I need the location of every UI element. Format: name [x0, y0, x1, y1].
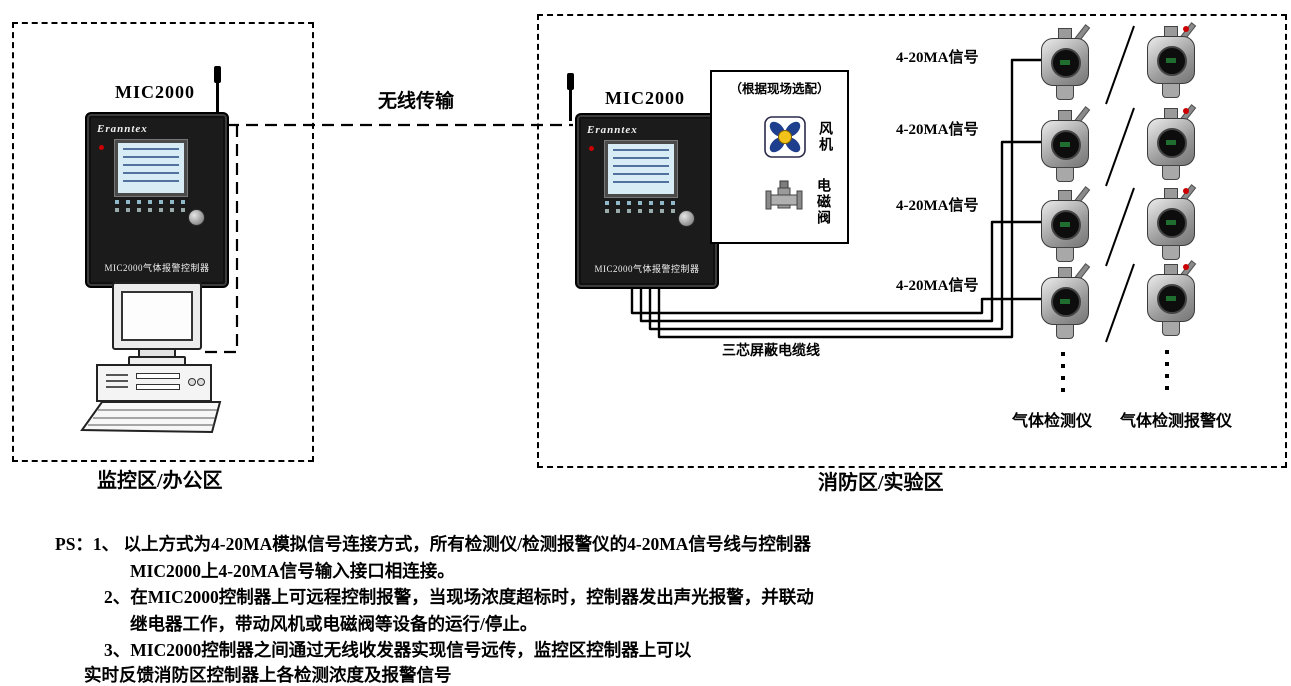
computer-case — [96, 364, 212, 402]
gas-detector — [1040, 186, 1091, 264]
note-line: 3、MIC2000控制器之间通过无线收发器实现信号远传，监控区控制器上可以 — [104, 640, 692, 660]
signal-label-3: 4-20MA信号 — [896, 198, 979, 214]
gas-detector-alarm — [1146, 104, 1197, 182]
slash-separator — [1105, 25, 1135, 105]
slash-separator — [1105, 187, 1135, 267]
valve-label: 电磁阀 — [815, 178, 830, 226]
gas-detector-alarm — [1146, 22, 1197, 100]
more-detectors-ellipsis — [1165, 350, 1169, 390]
alarm-led-icon — [99, 145, 104, 150]
case-vents — [106, 374, 128, 390]
gas-detector-alarm — [1146, 184, 1197, 262]
computer-dashed-line — [204, 125, 239, 354]
solenoid-valve-icon — [764, 180, 804, 221]
brand-label: Eranntex — [587, 124, 638, 136]
gas-detector — [1040, 106, 1091, 184]
keyboard — [80, 398, 226, 441]
power-button-icon — [188, 378, 196, 386]
drive-slot — [136, 384, 180, 390]
indicator-row — [115, 200, 185, 204]
antenna-icon — [567, 73, 574, 121]
fire-zone-label: 消防区/实验区 — [818, 472, 944, 494]
brand-label: Eranntex — [97, 123, 148, 135]
note-line: 继电器工作，带动风机或电磁阀等设备的运行/停止。 — [130, 614, 538, 634]
signal-label-1: 4-20MA信号 — [896, 50, 979, 66]
left-controller-title: MIC2000 — [115, 82, 195, 102]
monitoring-zone-box — [12, 22, 314, 462]
signal-wire-2 — [648, 140, 1044, 331]
lock-knob-icon — [188, 209, 205, 226]
signal-label-2: 4-20MA信号 — [896, 122, 979, 138]
antenna-icon — [214, 66, 221, 114]
alarm-led-icon — [589, 146, 594, 151]
wireless-transmission-label: 无线传输 — [377, 91, 454, 112]
drive-slot — [136, 373, 180, 379]
gas-detector — [1040, 263, 1091, 341]
controller-left: Eranntex MIC2000气体报警控制器 — [85, 66, 229, 288]
monitor-screen — [121, 291, 193, 341]
note-line: PS：1、 以上方式为4-20MA模拟信号连接方式，所有检测仪/检测报警仪的4-… — [55, 534, 811, 554]
indicator-row — [605, 201, 675, 205]
reset-button-icon — [197, 378, 205, 386]
controller-screen — [605, 141, 677, 197]
button-row — [605, 209, 675, 213]
gas-detector-group-label: 气体检测仪 — [1012, 413, 1093, 430]
monitoring-zone-label: 监控区/办公区 — [97, 470, 223, 492]
panel-label: MIC2000气体报警控制器 — [594, 264, 700, 274]
button-row — [115, 208, 185, 212]
optional-box-title: （根据现场选配） — [729, 82, 830, 96]
fan-icon — [764, 116, 806, 163]
panel-label: MIC2000气体报警控制器 — [104, 263, 210, 273]
note-line: 实时反馈消防区控制器上各检测浓度及报警信号 — [84, 665, 452, 685]
right-controller-title: MIC2000 — [605, 88, 685, 108]
controller-screen — [115, 140, 187, 196]
gas-detector-alarm-group-label: 气体检测报警仪 — [1120, 413, 1233, 430]
fan-label: 风机 — [817, 121, 832, 153]
controller-right: Eranntex MIC2000气体报警控制器 — [567, 73, 719, 289]
more-detectors-ellipsis — [1061, 352, 1065, 392]
note-line: MIC2000上4-20MA信号输入接口相连接。 — [130, 561, 455, 581]
slash-separator — [1105, 263, 1135, 343]
signal-label-4: 4-20MA信号 — [896, 278, 979, 294]
signal-wire-3 — [639, 220, 1044, 323]
signal-wire-4 — [630, 285, 1044, 315]
monitor — [112, 282, 202, 350]
note-line: 2、在MIC2000控制器上可远程控制报警，当现场浓度超标时，控制器发出声光报警… — [104, 587, 814, 607]
slash-separator — [1105, 107, 1135, 187]
shielded-cable-label: 三芯屏蔽电缆线 — [722, 344, 820, 359]
lock-knob-icon — [678, 210, 695, 227]
signal-wire-1 — [657, 58, 1044, 339]
gas-detector — [1040, 24, 1091, 102]
fire-zone-box — [537, 14, 1287, 468]
gas-detector-alarm — [1146, 260, 1197, 338]
